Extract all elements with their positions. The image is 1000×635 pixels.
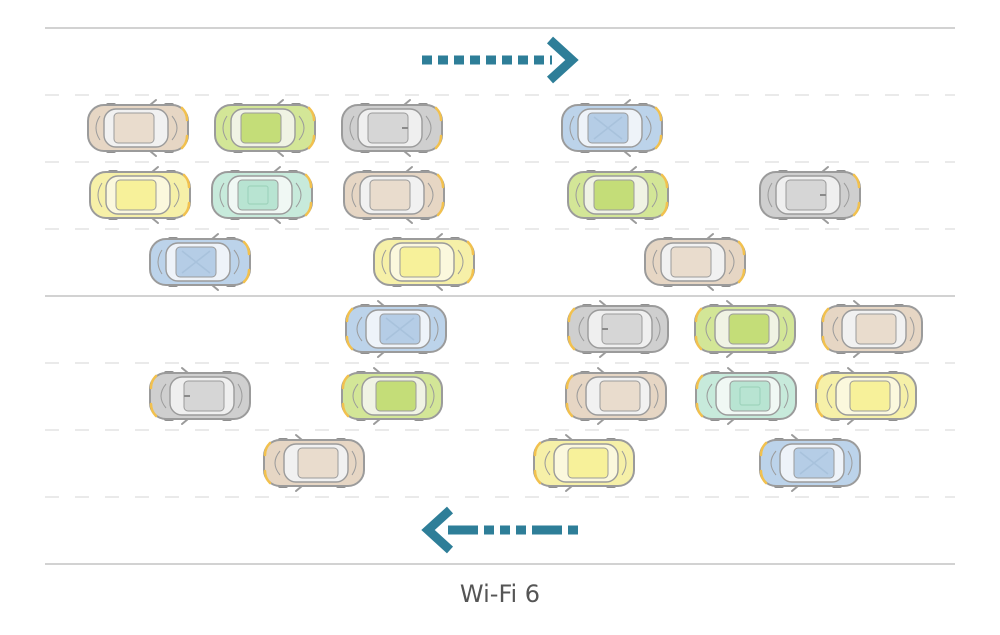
car [149,233,251,291]
car [214,99,316,157]
car [345,300,447,358]
car [695,367,797,425]
car [821,300,923,358]
arrow-right-icon [422,36,579,84]
car [644,233,746,291]
car [373,233,475,291]
car [341,367,443,425]
car [263,434,365,492]
car [211,166,313,224]
car [694,300,796,358]
car [343,166,445,224]
car [89,166,191,224]
arrow-left-icon [421,506,578,554]
road [45,27,955,565]
car [759,434,861,492]
car [87,99,189,157]
car [533,434,635,492]
car [149,367,251,425]
car [759,166,861,224]
car [567,300,669,358]
car [565,367,667,425]
car [815,367,917,425]
car [561,99,663,157]
cars [87,99,923,492]
car [567,166,669,224]
diagram-caption: Wi-Fi 6 [459,580,541,608]
direction-arrows [421,36,579,554]
car [341,99,443,157]
